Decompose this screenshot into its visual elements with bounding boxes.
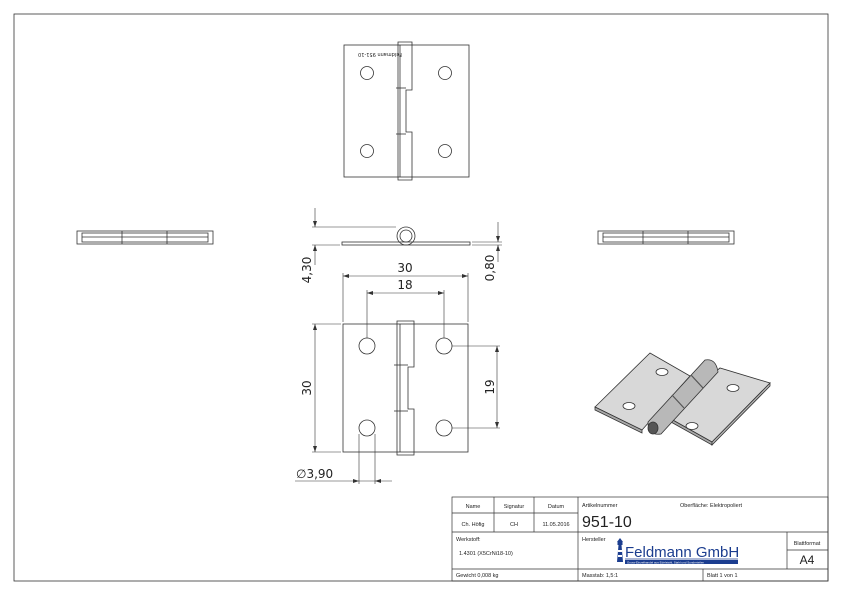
engraving-text: Feldmann 951-10 [358, 51, 402, 57]
dimension-lines [295, 208, 502, 484]
tb-name-value: Ch. Höfig [462, 522, 485, 528]
tb-article-label: Artikelnummer [582, 503, 618, 509]
dim-hole-diameter: ∅3,90 [296, 467, 333, 481]
feldmann-logo: Feldmann GmbH Gross-Einzelhandel aus Ede… [617, 538, 739, 564]
logo-text: Feldmann GmbH [625, 544, 739, 561]
lighthouse-icon [617, 538, 623, 562]
dim-hole-spacing: 18 [397, 278, 412, 292]
tb-date-value: 11.05.2016 [542, 522, 569, 528]
tb-weight: Gewicht 0,008 kg [456, 573, 499, 579]
edge-view [341, 226, 471, 246]
dim-plate-thickness: 0,80 [483, 255, 497, 282]
tb-format-value: A4 [800, 553, 815, 567]
logo-subtext: Gross-Einzelhandel aus Edelstahl, Stahl … [627, 560, 704, 564]
dim-total-thickness: 4,30 [300, 257, 314, 284]
isometric-view [594, 352, 771, 446]
tb-material-label: Werkstoff: [456, 537, 481, 543]
dim-width-overall: 30 [397, 261, 412, 275]
tb-scale: Masstab: 1,5:1 [582, 573, 618, 579]
main-view [342, 320, 469, 456]
tb-format-label: Blattformat [794, 541, 821, 547]
tb-surface-label: Oberfläche: Elektropoliert [680, 503, 743, 509]
tb-date-header: Datum [548, 504, 565, 510]
title-block: Name Signatur Datum Ch. Höfig CH 11.05.2… [451, 496, 829, 582]
top-view [343, 41, 470, 181]
right-side-view [597, 230, 735, 245]
tb-name-header: Name [466, 504, 481, 510]
tb-signature-value: CH [510, 522, 518, 528]
tb-sheet: Blatt 1 von 1 [707, 573, 738, 579]
sheet-border [13, 13, 829, 582]
tb-article-number: 951-10 [582, 514, 632, 531]
tb-material-value: 1.4301 (X5CrNi18-10) [459, 551, 513, 557]
dim-height-overall: 30 [300, 380, 314, 395]
tb-manufacturer-label: Hersteller [582, 537, 606, 543]
dim-hole-vertical: 19 [483, 379, 497, 394]
dimension-arrows [313, 221, 500, 483]
tb-signature-header: Signatur [504, 504, 525, 510]
left-side-view [76, 230, 214, 245]
